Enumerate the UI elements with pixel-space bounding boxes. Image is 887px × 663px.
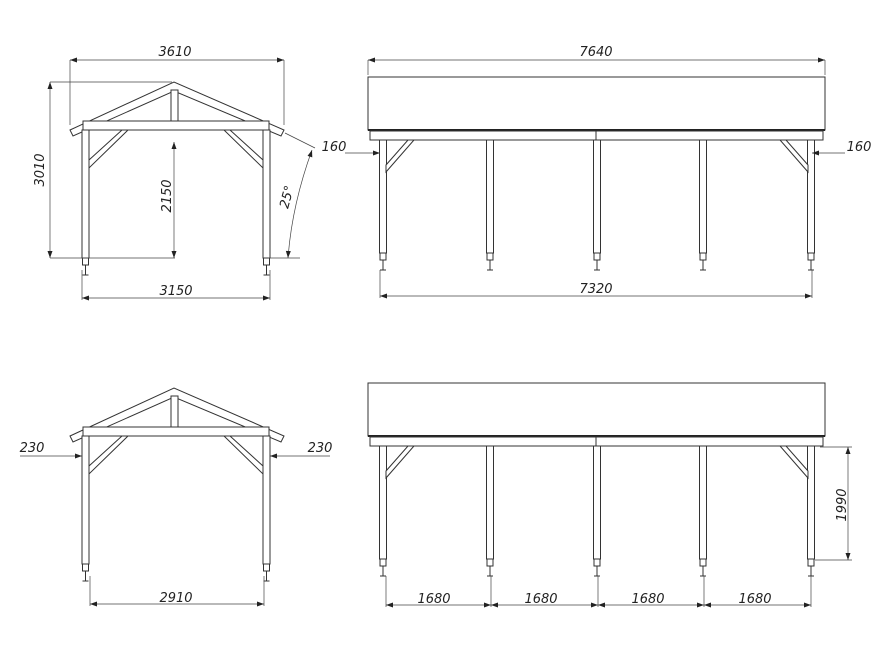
dim-1680-line-4-arrow <box>704 602 711 608</box>
tie-beam <box>82 426 270 437</box>
dim-post-span: 3150 <box>159 284 192 299</box>
dim-1680-line-4-arrow <box>804 602 811 608</box>
dim-3010-line-arrow <box>47 82 53 89</box>
post-2 <box>486 139 494 254</box>
side-brace-left <box>385 139 416 174</box>
dim-1680-line-3-arrow <box>598 602 605 608</box>
dim-3610-line-arrow <box>277 57 284 63</box>
post-foot-1-bracket <box>379 558 387 567</box>
left-foot-bracket <box>82 563 89 572</box>
right-foot-bracket <box>263 563 270 572</box>
dim-inner-span: 2910 <box>159 591 192 606</box>
pitch-arrow <box>285 250 291 258</box>
dim-1990-line-arrow <box>845 553 851 560</box>
right-post <box>262 129 271 259</box>
tie-beam <box>82 120 270 131</box>
side-brace-left <box>385 445 416 480</box>
dim-bay-1: 1680 <box>417 592 450 607</box>
dim-2910-line-arrow <box>90 601 97 607</box>
dim-3010-line-arrow <box>47 251 53 258</box>
dim-clear-height: 2150 <box>160 179 175 212</box>
dim-7640-line-arrow <box>368 57 375 63</box>
dim-bay-3: 1680 <box>631 592 664 607</box>
dim-1680-line-1-arrow <box>386 602 393 608</box>
dim-side-post-span: 7320 <box>579 282 612 297</box>
dim-overall-width: 3610 <box>158 45 191 60</box>
pitch-arrow <box>307 150 313 158</box>
roof-rafters <box>69 387 285 443</box>
dim-3150-line-arrow <box>82 295 89 301</box>
post-3 <box>593 445 601 560</box>
pitch-arc <box>287 149 313 259</box>
left-brace <box>88 129 130 170</box>
post-foot-2-bracket <box>486 558 494 567</box>
post-foot-2-bracket <box>486 252 494 261</box>
arrow <box>270 453 277 459</box>
post-5 <box>807 139 815 254</box>
post-1 <box>379 139 387 254</box>
post-4 <box>699 445 707 560</box>
left-post <box>81 129 90 259</box>
arrow <box>373 150 380 156</box>
roof-side <box>367 76 826 131</box>
dim-roof-pitch: 25° <box>277 184 297 210</box>
post-foot-5-bracket <box>807 252 815 261</box>
dim-overhang-right: 160 <box>847 140 872 155</box>
dim-front-overhang-left: 230 <box>20 441 45 456</box>
dim-3150-line-arrow <box>263 295 270 301</box>
dim-7320-line-arrow <box>805 293 812 299</box>
dim-1990-line-arrow <box>845 447 851 454</box>
dim-1680-line-2-arrow <box>491 602 498 608</box>
post-foot-1-bracket <box>379 252 387 261</box>
right-foot-bracket <box>263 257 270 266</box>
post-foot-3-bracket <box>593 558 601 567</box>
dim-2150-line-arrow <box>171 251 177 258</box>
dim-post-height: 1990 <box>835 488 850 521</box>
dim-1680-line-1-arrow <box>484 602 491 608</box>
dim-1680-line-3-arrow <box>697 602 704 608</box>
dim-1680-line-2-arrow <box>591 602 598 608</box>
king-post <box>170 395 179 430</box>
post-foot-3-bracket <box>593 252 601 261</box>
left-brace <box>88 435 130 476</box>
post-foot-4-bracket <box>699 558 707 567</box>
arrow <box>75 453 82 459</box>
dim-bay-2: 1680 <box>524 592 557 607</box>
right-brace <box>222 435 264 476</box>
post-5 <box>807 445 815 560</box>
right-brace <box>222 129 264 170</box>
left-foot-bracket <box>82 257 89 266</box>
king-post <box>170 89 179 124</box>
dim-overhang-left: 160 <box>322 140 347 155</box>
post-3 <box>593 139 601 254</box>
pitch-ext <box>284 132 316 149</box>
side-brace-right <box>778 139 809 174</box>
dim-overall-length: 7640 <box>579 45 612 60</box>
post-foot-5-bracket <box>807 558 815 567</box>
side-brace-right <box>778 445 809 480</box>
drawing-geometry <box>20 57 852 608</box>
dim-2910-line-arrow <box>257 601 264 607</box>
dim-3610-line-arrow <box>70 57 77 63</box>
arrow <box>812 150 819 156</box>
dim-front-overhang-right: 230 <box>308 441 333 456</box>
dim-2150-line-arrow <box>171 142 177 149</box>
post-2 <box>486 445 494 560</box>
dim-bay-4: 1680 <box>738 592 771 607</box>
dim-7320-line-arrow <box>380 293 387 299</box>
roof-rafters <box>69 81 285 137</box>
dim-7640-line-arrow <box>818 57 825 63</box>
post-foot-4-bracket <box>699 252 707 261</box>
roof-side <box>367 382 826 437</box>
right-post <box>262 435 271 565</box>
post-4 <box>699 139 707 254</box>
left-post <box>81 435 90 565</box>
dim-overall-height: 3010 <box>33 153 48 186</box>
post-1 <box>379 445 387 560</box>
